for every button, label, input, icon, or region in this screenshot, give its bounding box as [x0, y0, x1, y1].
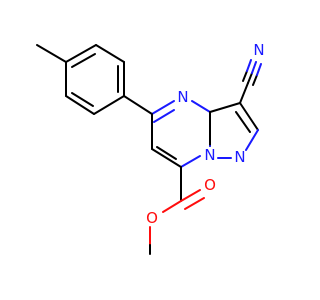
- bond-triple-c: [242, 70, 248, 82]
- bond-ring-double-3: [71, 92, 94, 107]
- bond-c3-c2-double: [235, 111, 251, 133]
- bond-ring-5: [65, 95, 95, 115]
- bond-c-npyr-double: [153, 109, 175, 123]
- bond-triple-a: [247, 72, 253, 84]
- bond-c7-c6-double: [156, 146, 177, 160]
- carbonyl-o-label: O: [204, 176, 216, 194]
- tolyl-ring: [65, 44, 125, 115]
- bond-ring-4: [93, 95, 125, 115]
- bond-c7-c6: [151, 148, 182, 168]
- bond-triple-c-n: [246, 59, 252, 72]
- bond-tolyl-methyl: [36, 44, 67, 63]
- ester-group: [149, 166, 205, 255]
- pyrimidine-ring: [151, 100, 211, 168]
- bridge-n-label: N: [204, 146, 215, 164]
- bond-c3-c2: [239, 102, 259, 131]
- pyrimidine-n-label: N: [177, 88, 188, 106]
- bond-triple-b: [252, 74, 258, 86]
- nitrile-n-label: N: [253, 41, 264, 59]
- bond-carbonyl-o: [180, 189, 201, 202]
- pyrazole-n-label: N: [234, 148, 245, 166]
- bond-nbridge-c7: [180, 155, 201, 168]
- bond-ring-2: [95, 44, 125, 63]
- bond-c-oester: [162, 200, 182, 213]
- bond-ring-1: [65, 44, 97, 63]
- nitrile-triple-bond: [242, 59, 262, 86]
- bond-npyr-cbridge: [191, 100, 211, 113]
- bond-carbonyl-o-double: [184, 197, 205, 210]
- structure-drawing: N N N N O O: [36, 41, 265, 255]
- bond-c2-n: [245, 129, 259, 151]
- bond-c3-cn: [239, 82, 249, 104]
- bond-triple-a-n: [251, 61, 257, 74]
- bond-c-npyr: [151, 100, 175, 115]
- pyrazole-ring: [209, 102, 259, 159]
- molecule-diagram: N N N N O O: [36, 41, 265, 255]
- bond-aryl-link: [123, 95, 153, 115]
- bond-ring-double-1: [71, 53, 96, 68]
- bond-triple-b-n: [256, 63, 262, 76]
- bond-c3a-c3: [209, 102, 241, 113]
- ester-o-label: O: [146, 209, 158, 227]
